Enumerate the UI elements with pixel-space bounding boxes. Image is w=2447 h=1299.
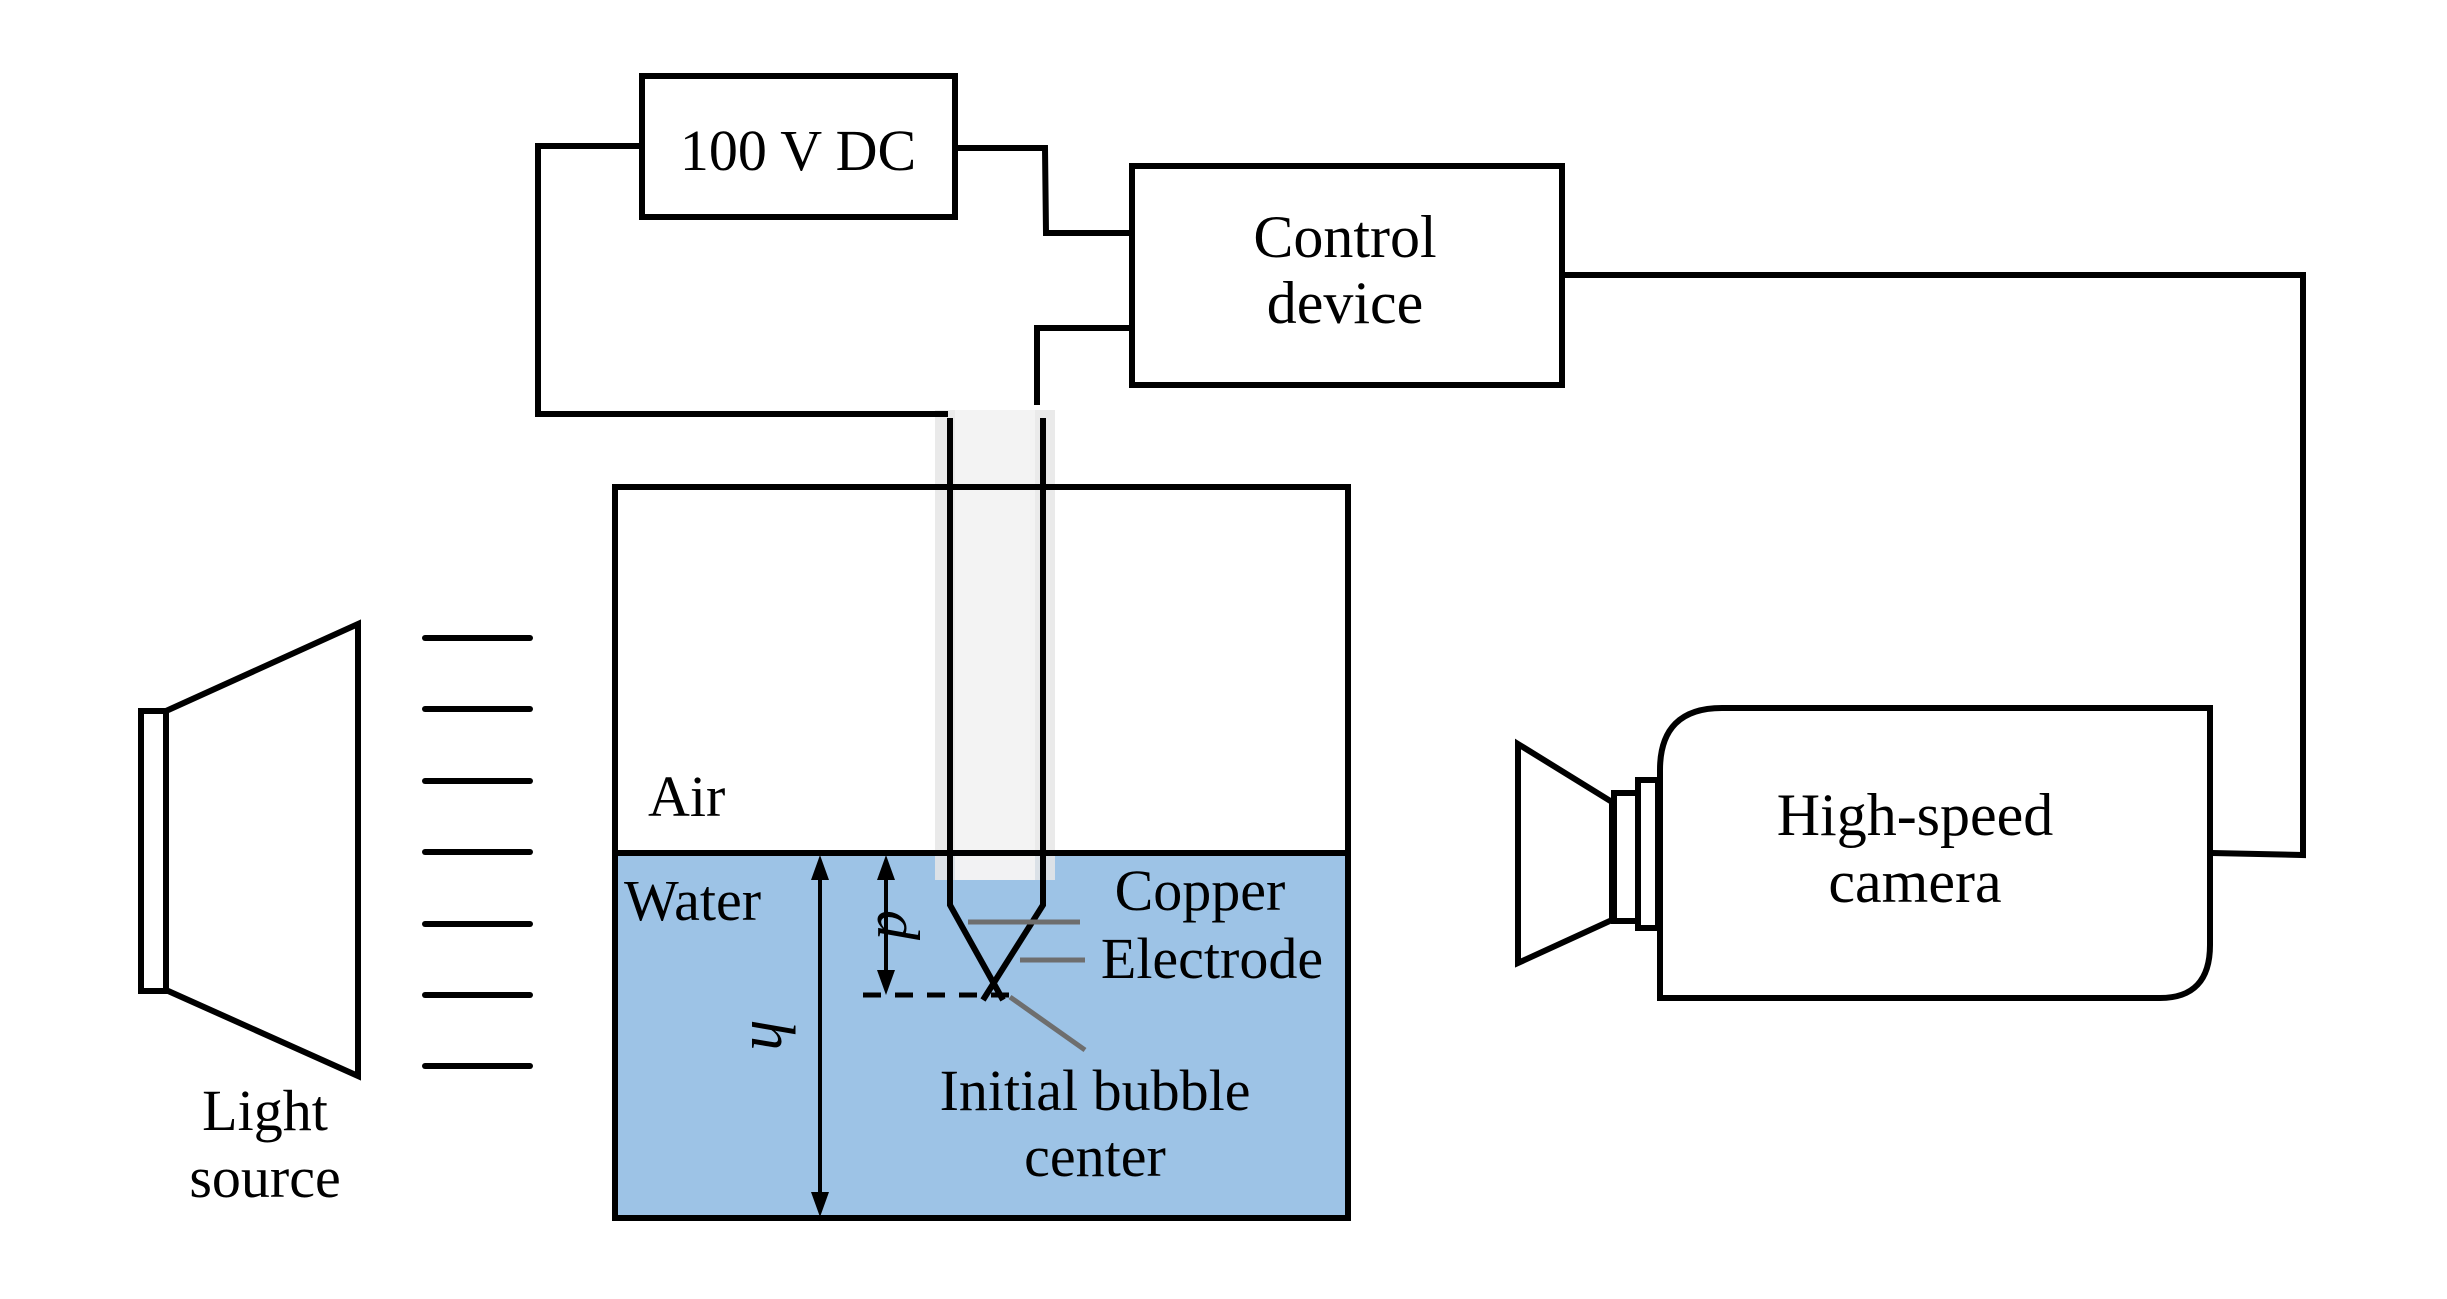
wire-dc-to-control <box>956 145 1130 236</box>
electrode-label-line2: Electrode <box>1101 926 1323 991</box>
water-label: Water <box>624 868 761 933</box>
bubble-label-line2: center <box>1024 1124 1166 1189</box>
electrode-right <box>980 418 1046 1002</box>
light-source-label-line1: Light <box>202 1078 328 1143</box>
bubble-leader <box>1008 994 1087 1053</box>
air-label: Air <box>648 764 725 829</box>
electrode-left <box>947 418 1006 1002</box>
camera-icon <box>1515 705 2213 1001</box>
control-device-label-line1: Control <box>1253 204 1436 270</box>
control-device-box <box>1129 163 1565 388</box>
camera-label-line1: High-speed <box>1777 782 2054 848</box>
control-device-label-line2: device <box>1267 270 1424 336</box>
wire-dc-to-electrode <box>535 143 948 417</box>
bubble-label-line1: Initial bubble <box>940 1058 1251 1123</box>
light-source-icon <box>138 619 361 1081</box>
light-source-label-line2: source <box>189 1145 340 1210</box>
light-rays <box>422 635 533 1069</box>
electrode-label-line1: Copper <box>1115 858 1286 923</box>
wire-control-to-electrode <box>1034 325 1130 405</box>
wire-control-to-camera <box>1562 272 2306 859</box>
camera-label-line2: camera <box>1828 849 2001 915</box>
water-region <box>615 852 1348 1218</box>
h-label: h <box>738 1020 806 1051</box>
power-supply-label: 100 V DC <box>680 118 916 183</box>
d-label: d <box>865 910 931 941</box>
power-supply-box <box>639 73 958 220</box>
